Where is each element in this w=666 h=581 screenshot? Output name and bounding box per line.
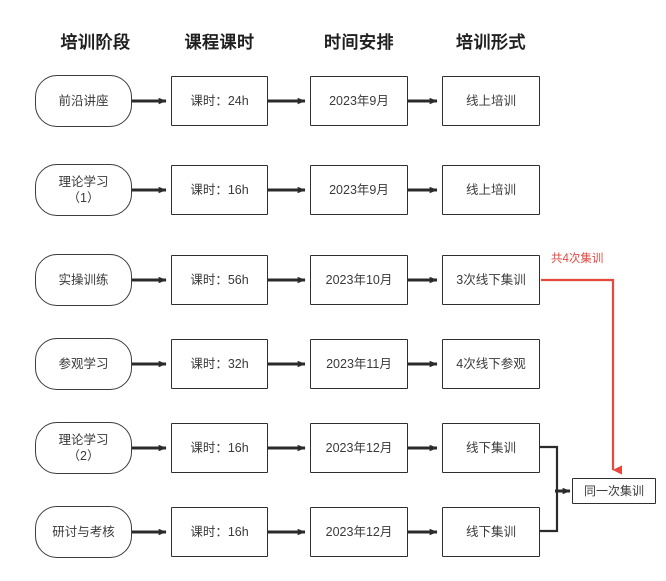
hours-node[interactable]: 课时：16h bbox=[171, 165, 268, 215]
column-header-training-format: 培训形式 bbox=[456, 33, 526, 52]
hours-node[interactable]: 课时：16h bbox=[171, 423, 268, 473]
format-node[interactable]: 3次线下集训 bbox=[442, 255, 540, 305]
hours-node[interactable]: 课时：24h bbox=[171, 76, 268, 126]
stage-node[interactable]: 理论学习 （1） bbox=[35, 164, 132, 216]
merge-node-same-session[interactable]: 同一次集训 bbox=[572, 478, 656, 504]
column-header-course-hours: 课程课时 bbox=[184, 33, 255, 52]
column-header-training-stage: 培训阶段 bbox=[60, 33, 131, 52]
format-node[interactable]: 线上培训 bbox=[442, 165, 540, 215]
stage-node[interactable]: 实操训练 bbox=[35, 254, 132, 306]
schedule-node[interactable]: 2023年10月 bbox=[310, 255, 408, 305]
column-header-schedule: 时间安排 bbox=[324, 33, 394, 52]
format-node[interactable]: 线下集训 bbox=[442, 507, 540, 557]
stage-node[interactable]: 参观学习 bbox=[35, 338, 132, 390]
annotation-total-sessions: 共4次集训 bbox=[551, 253, 604, 265]
schedule-node[interactable]: 2023年11月 bbox=[310, 339, 408, 389]
hours-node[interactable]: 课时：16h bbox=[171, 507, 268, 557]
hours-node[interactable]: 课时：32h bbox=[171, 339, 268, 389]
format-node[interactable]: 4次线下参观 bbox=[442, 339, 540, 389]
schedule-node[interactable]: 2023年9月 bbox=[310, 165, 408, 215]
stage-node[interactable]: 理论学习 （2） bbox=[35, 422, 132, 474]
hours-node[interactable]: 课时：56h bbox=[171, 255, 268, 305]
schedule-node[interactable]: 2023年12月 bbox=[310, 507, 408, 557]
stage-node[interactable]: 研讨与考核 bbox=[35, 506, 132, 558]
stage-node[interactable]: 前沿讲座 bbox=[35, 75, 132, 127]
schedule-node[interactable]: 2023年12月 bbox=[310, 423, 408, 473]
schedule-node[interactable]: 2023年9月 bbox=[310, 76, 408, 126]
format-node[interactable]: 线下集训 bbox=[442, 423, 540, 473]
format-node[interactable]: 线上培训 bbox=[442, 76, 540, 126]
